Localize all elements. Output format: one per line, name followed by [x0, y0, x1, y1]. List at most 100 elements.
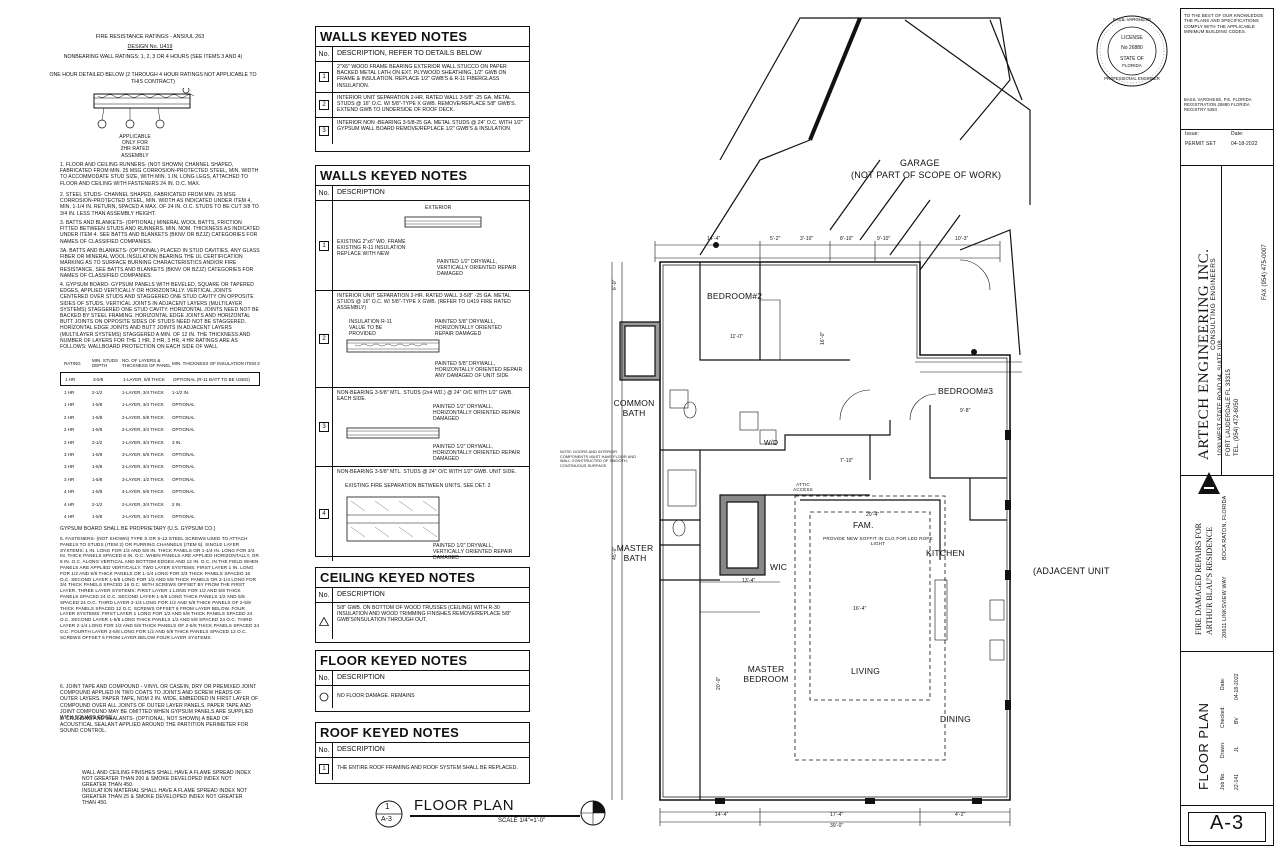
cell: 4 HR	[64, 513, 75, 519]
drawn-value: JL	[1234, 746, 1240, 752]
row-desc: THE ENTIRE ROOF FRAMING AND ROOF SYSTEM …	[337, 765, 518, 771]
dim-top-2: 8'-10"	[840, 236, 854, 242]
room-bedroom3: BEDROOM#3	[938, 386, 994, 396]
table-header-row: No. DESCRIPTION, REFER TO DETAILS BELOW	[316, 47, 529, 62]
header-desc: DESCRIPTION	[337, 674, 385, 681]
tb-divider	[1181, 651, 1273, 652]
header-desc: DESCRIPTION, REFER TO DETAILS BELOW	[337, 50, 482, 57]
room-dining: DINING	[940, 714, 971, 724]
dim-fam-w: 20'-4"	[866, 512, 880, 518]
row-number-box: 3	[319, 126, 329, 136]
plan-ref-number: 1	[385, 802, 390, 811]
issue-value: PERMIT SET	[1185, 141, 1216, 147]
plan-title: FLOOR PLAN	[414, 797, 515, 814]
project-line-2: ARTHUR BLAU'S RESIDENCE	[1205, 526, 1214, 635]
seal-number: No 26880	[1121, 45, 1143, 51]
row-number: 1	[316, 201, 333, 290]
row-number-box: 1	[319, 240, 329, 251]
table-header-row: No.DESCRIPTION	[316, 588, 529, 603]
detail-note: PAINTED 1/2" DRYWALL, VERTICALLY ORIENTE…	[433, 543, 513, 562]
dim-c: 7'-10"	[840, 458, 854, 464]
cell: OPTIONAL	[172, 414, 195, 420]
room-wd: W/D	[764, 440, 779, 447]
room-common-bath: COMMON BATH	[613, 398, 655, 418]
cell: OPTIONAL	[172, 402, 195, 408]
cell: 4 HR	[64, 501, 75, 507]
table-row: 3 NON-BEARING 3-5/8" MTL. STUDS (2x4 WD.…	[316, 388, 529, 467]
detail-note: EXISTING FIRE SEPARATION BETWEEN UNITS, …	[345, 483, 491, 489]
interior-walls	[619, 262, 1007, 800]
tb-divider	[1181, 165, 1273, 166]
cell: 4 HR	[64, 489, 75, 495]
cell: 4-LAYER, 5/8 THICK	[122, 489, 164, 495]
issue-date: 04-18-2022	[1231, 141, 1258, 147]
row-number-box: 2	[319, 100, 329, 110]
table-header-row: No. DESCRIPTION	[316, 186, 529, 201]
row-number-box: 1	[319, 764, 329, 774]
header-desc: DESCRIPTION	[337, 746, 385, 753]
cell: 1-5/8	[92, 489, 103, 495]
cell: 3-LAYER, 5/8 THICK	[122, 452, 164, 458]
north-arrow-icon	[580, 800, 606, 826]
cell: 2-1/2	[92, 390, 103, 396]
note-para-6: 6. JOINT TAPE AND COMPOUND - VINYL OR CA…	[60, 684, 259, 722]
cell: 1-1/2 IN.	[172, 390, 190, 396]
table-row: 1 THE ENTIRE ROOF FRAMING AND ROOF SYSTEM…	[316, 758, 529, 780]
cell: 2-1/2	[92, 439, 103, 445]
engineer-seal	[1096, 15, 1168, 87]
room-adjacent-unit: (ADJACENT UNIT	[1033, 566, 1110, 576]
room-master-bedroom: MASTER BEDROOM	[743, 664, 789, 684]
dim-top-4: 10'-3"	[955, 236, 969, 242]
plan-ref-bubble	[375, 800, 403, 828]
cell: 1-LAYER, 5/8 THICK	[123, 376, 165, 382]
tb-divider	[1181, 475, 1273, 476]
circle-tag-icon	[316, 686, 333, 708]
cell: 2 HR	[64, 439, 75, 445]
cell: 1-LAYER, 3/4 THICK	[122, 439, 164, 445]
cell: OPTIONAL	[172, 513, 195, 519]
header-no: No.	[316, 743, 333, 757]
cell: 1-LAYER, 3/4 THICK	[122, 402, 164, 408]
sheet-title: FLOOR PLAN	[1196, 702, 1211, 790]
left-dimensions	[611, 262, 623, 800]
plan-scale: SCALE 1/4"=1'-0"	[498, 818, 546, 824]
seal-ring-top: BASIL VARGHESE	[1112, 17, 1152, 22]
row-number: 2	[316, 291, 333, 387]
wall-section-detail	[404, 216, 482, 228]
cell: 2 HR	[64, 427, 75, 433]
table-row: NO FLOOR DAMAGE. REMAINS	[316, 686, 529, 708]
cell: 2 HR	[64, 414, 75, 420]
cell: 2-LAYER, 3/4 THICK	[122, 427, 164, 433]
rating-header-cell: NO. OF LAYERS & THICKNESS OF PANEL	[122, 358, 171, 368]
table-row: 2 INTERIOR UNIT SEPARATION 2-HR. RATED W…	[316, 291, 529, 388]
room-garage: GARAGE	[900, 158, 940, 168]
plan-note: NOTE: DOORS AND INTERIOR COMPONENTS MUST…	[560, 450, 637, 468]
wall-section-detail	[346, 496, 440, 542]
checked-header: Checked:	[1220, 706, 1226, 728]
dim-top-5: 3'-10"	[800, 236, 814, 242]
dim-mb-w: 13'-4"	[742, 578, 756, 584]
table-title: FLOOR KEYED NOTES	[316, 651, 529, 671]
seal-ring-bottom: PROFESSIONAL ENGINEER	[1104, 76, 1160, 81]
dim-overall-left: 45'-0"	[612, 546, 618, 560]
detail-tag: EXTERIOR	[425, 205, 452, 211]
room-living: LIVING	[851, 666, 881, 676]
table-row: 4 NON-BEARING 3-5/8" MTL. STUDS @ 24" O/…	[316, 467, 529, 561]
exterior-walls	[659, 261, 1011, 801]
design-number: DESIGN No. U419	[127, 44, 173, 50]
row-desc: NO FLOOR DAMAGE. REMAINS	[337, 693, 415, 699]
table-row: 1 EXTERIOR EXISTING 2"x6" WD. FRAME EXIS…	[316, 201, 529, 291]
cell: 1-5/8	[92, 414, 103, 420]
soffit-note: PROVIDE NEW SOFFIT IN CLG FOR LED ROPE L…	[823, 536, 933, 546]
floor-plan-drawing	[611, 17, 1031, 826]
detail-note: PAINTED 5/8" DRYWALL, HORIZONTALLY ORIEN…	[435, 361, 523, 380]
